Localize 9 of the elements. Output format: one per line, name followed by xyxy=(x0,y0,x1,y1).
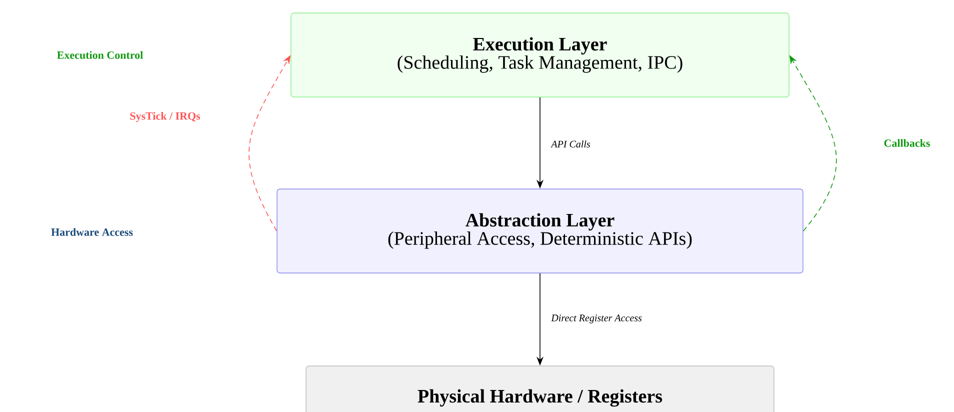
layer-box: Abstraction Layer (Peripheral Access, Deterministic APIs) xyxy=(276,188,804,274)
layer-box: Physical Hardware / Registers xyxy=(306,366,774,412)
layer-box: Execution Layer (Scheduling, Task Management, IPC) xyxy=(290,12,790,98)
side-label: Hardware Access xyxy=(51,228,133,236)
edge-label: API Calls xyxy=(550,139,592,149)
edge-label: Direct Register Access xyxy=(550,314,643,324)
edge-label: SysTick / IRQs xyxy=(128,111,202,123)
edge-label: Callbacks xyxy=(882,138,932,148)
side-label: Execution Control xyxy=(57,51,143,59)
